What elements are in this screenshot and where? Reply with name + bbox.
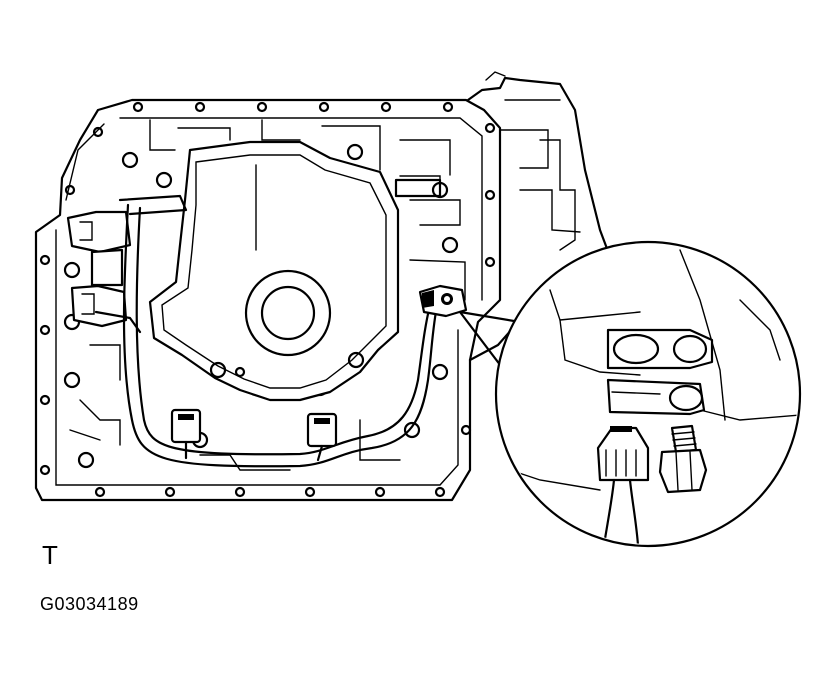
harness-connectors <box>170 408 338 462</box>
left-solenoid-connectors <box>66 194 188 334</box>
wire-harness <box>122 203 440 468</box>
temperature-sensor <box>418 284 468 318</box>
oil-pan-flange <box>34 98 502 502</box>
valve-body-detail <box>69 119 466 471</box>
figure-code-label: G03034189 <box>40 594 139 614</box>
flange-bolt-holes <box>39 101 496 498</box>
detail-magnifier <box>494 240 802 548</box>
view-letter-label: T <box>42 540 58 570</box>
oil-strainer <box>148 140 400 402</box>
